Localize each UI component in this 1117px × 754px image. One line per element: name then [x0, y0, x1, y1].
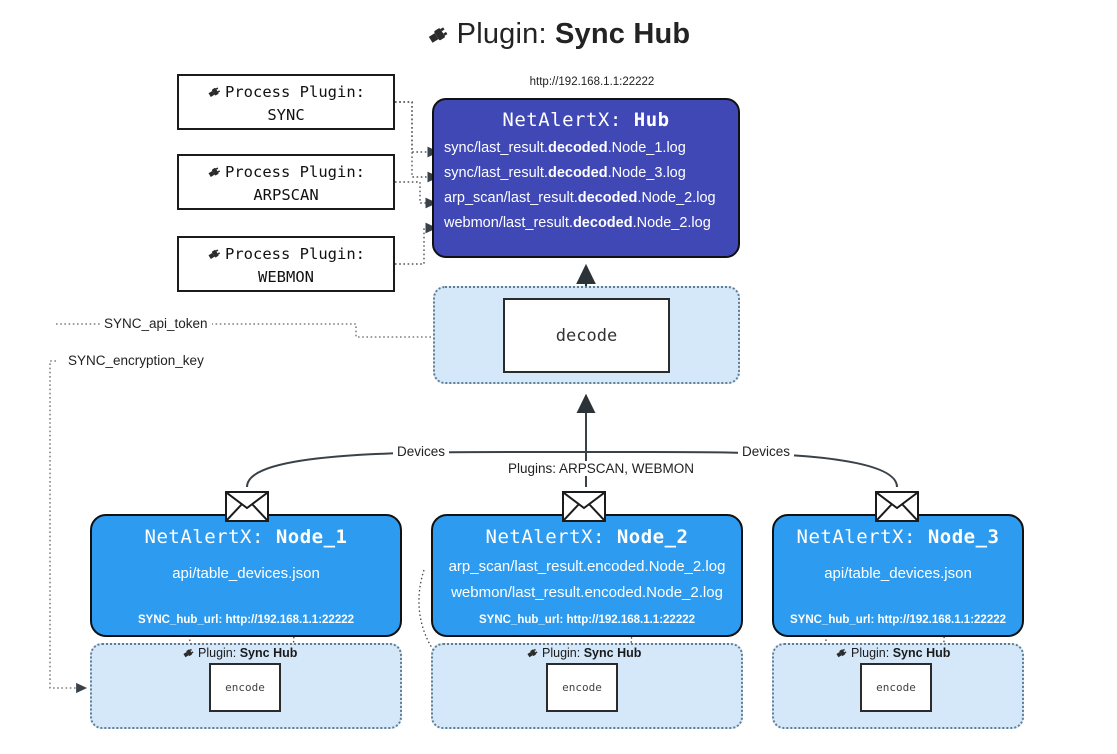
process-plugin-name: WEBMON: [258, 268, 314, 286]
label-text: Process Plugin:: [225, 83, 365, 101]
hub-title-prefix: NetAlertX:: [502, 109, 622, 131]
process-plugin-name: ARPSCAN: [253, 186, 319, 204]
plugin-label-name: Sync Hub: [583, 646, 642, 660]
label-text: Process Plugin:: [225, 245, 365, 263]
encode-box-node-1[interactable]: encode: [209, 663, 281, 712]
process-plugin-box-arpscan[interactable]: Process Plugin: ARPSCAN: [177, 154, 395, 210]
process-plugin-name: SYNC: [267, 106, 305, 124]
encode-plugin-label-node-2: Plugin: Sync Hub: [526, 646, 641, 660]
node-title-name: Node_1: [275, 526, 348, 548]
page-title: Plugin: Sync Hub: [0, 18, 1117, 51]
envelope-icon: [562, 491, 606, 522]
hub-log-row: sync/last_result.decoded.Node_3.log: [444, 161, 738, 186]
plugin-label-name: Sync Hub: [892, 646, 951, 660]
log-pre: webmon/last_result.: [444, 215, 573, 231]
plugin-label-text: Plugin:: [198, 646, 237, 660]
plugin-label-text: Plugin:: [542, 646, 581, 660]
hub-log-list: sync/last_result.decoded.Node_1.log sync…: [434, 136, 738, 236]
node-title: NetAlertX: Node_3: [774, 526, 1022, 548]
edge-label-devices-left: Devices: [393, 444, 450, 459]
process-plugin-box-sync[interactable]: Process Plugin: SYNC: [177, 74, 395, 130]
envelope-icon: [225, 491, 269, 522]
log-pre: sync/last_result.: [444, 165, 548, 181]
hub-log-row: sync/last_result.decoded.Node_1.log: [444, 136, 738, 161]
page-title-value: Sync Hub: [555, 18, 691, 50]
hub-title: NetAlertX: Hub: [434, 109, 738, 131]
process-plugin-label: Process Plugin:: [179, 243, 393, 266]
node-line: api/table_devices.json: [172, 565, 320, 582]
hub-url-caption: http://192.168.1.1:22222: [529, 76, 655, 88]
log-mid: decoded: [577, 190, 638, 206]
node-box-node-1[interactable]: NetAlertX: Node_1 api/table_devices.json…: [90, 514, 402, 637]
node-title-prefix: NetAlertX:: [796, 526, 916, 548]
label-text: Process Plugin:: [225, 163, 365, 181]
process-plugin-box-webmon[interactable]: Process Plugin: WEBMON: [177, 236, 395, 292]
log-post: .Node_2.log: [632, 215, 711, 231]
node-footer-hub-url: SYNC_hub_url: http://192.168.1.1:22222: [789, 614, 1007, 626]
log-post: .Node_3.log: [607, 165, 686, 181]
log-mid: decoded: [572, 215, 633, 231]
node-line-list: api/table_devices.json: [774, 561, 1022, 587]
node-box-node-3[interactable]: NetAlertX: Node_3 api/table_devices.json…: [772, 514, 1024, 637]
log-pre: arp_scan/last_result.: [444, 190, 578, 206]
log-post: .Node_1.log: [607, 140, 686, 156]
plug-icon: [836, 648, 847, 658]
envelope-icon: [875, 491, 919, 522]
log-pre: sync/last_result.: [444, 140, 548, 156]
encode-plugin-label-node-3: Plugin: Sync Hub: [835, 646, 950, 660]
log-post: .Node_2.log: [637, 190, 716, 206]
node-footer-hub-url: SYNC_hub_url: http://192.168.1.1:22222: [137, 614, 355, 626]
hub-title-name: Hub: [633, 109, 670, 131]
process-plugin-label: Process Plugin:: [179, 81, 393, 104]
node-line: webmon/last_result.encoded.Node_2.log: [451, 584, 723, 601]
encode-box-node-2[interactable]: encode: [546, 663, 618, 712]
node-title: NetAlertX: Node_1: [92, 526, 400, 548]
process-plugin-label: Process Plugin:: [179, 161, 393, 184]
hub-log-row: arp_scan/last_result.decoded.Node_2.log: [444, 186, 738, 211]
node-title-prefix: NetAlertX:: [144, 526, 264, 548]
edge-label-devices-right: Devices: [738, 444, 795, 459]
plug-icon: [208, 249, 221, 259]
node-title-name: Node_3: [927, 526, 1000, 548]
node-line: api/table_devices.json: [824, 565, 972, 582]
node-line-list: api/table_devices.json: [92, 561, 400, 587]
node-title: NetAlertX: Node_2: [433, 526, 741, 548]
node-line: arp_scan/last_result.encoded.Node_2.log: [448, 558, 726, 575]
sync-encryption-key-label: SYNC_encryption_key: [64, 353, 208, 368]
sync-api-token-label: SYNC_api_token: [100, 316, 212, 331]
log-mid: decoded: [547, 165, 608, 181]
plug-icon: [527, 648, 538, 658]
node-title-prefix: NetAlertX:: [485, 526, 605, 548]
edge-label-plugins-center: Plugins: ARPSCAN, WEBMON: [504, 461, 699, 476]
node-box-node-2[interactable]: NetAlertX: Node_2 arp_scan/last_result.e…: [431, 514, 743, 637]
encode-box-node-3[interactable]: encode: [860, 663, 932, 712]
plug-icon: [428, 27, 448, 43]
plugin-label-text: Plugin:: [851, 646, 890, 660]
node-title-name: Node_2: [616, 526, 689, 548]
plug-icon: [183, 648, 194, 658]
hub-log-row: webmon/last_result.decoded.Node_2.log: [444, 211, 738, 236]
plug-icon: [208, 167, 221, 177]
decode-box[interactable]: decode: [503, 298, 670, 373]
log-mid: decoded: [547, 140, 608, 156]
hub-node-box[interactable]: NetAlertX: Hub sync/last_result.decoded.…: [432, 98, 740, 258]
node-footer-hub-url: SYNC_hub_url: http://192.168.1.1:22222: [478, 614, 696, 626]
plugin-label-name: Sync Hub: [239, 646, 298, 660]
plug-icon: [208, 87, 221, 97]
page-title-label: Plugin:: [456, 18, 547, 50]
encode-plugin-label-node-1: Plugin: Sync Hub: [182, 646, 297, 660]
node-line-list: arp_scan/last_result.encoded.Node_2.log …: [433, 554, 741, 606]
